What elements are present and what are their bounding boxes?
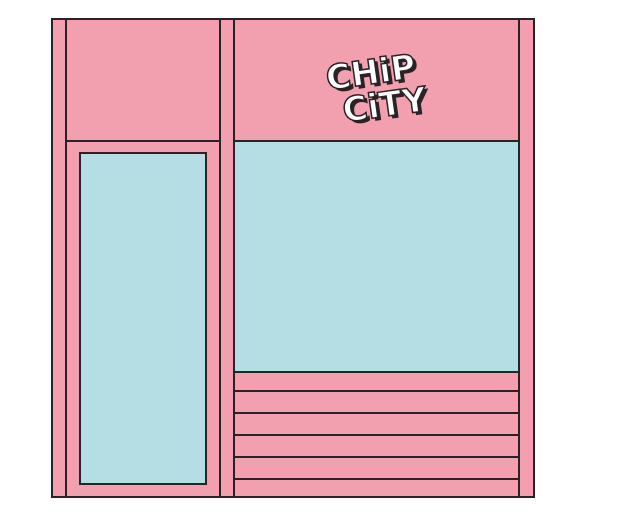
- lower-panel-stripe: [233, 412, 520, 436]
- chip-city-logo: CHiP CHiP CiTY CiTY: [323, 46, 434, 133]
- lower-panel-stripe: [233, 434, 520, 458]
- lower-panel-stripe: [233, 478, 520, 498]
- signboard: [233, 18, 520, 142]
- lower-panel-stripe: [233, 371, 520, 392]
- shop-window: [233, 140, 520, 373]
- door-glass[interactable]: [79, 152, 207, 485]
- lower-panel-stripe: [233, 390, 520, 414]
- right-pillar: [518, 18, 535, 498]
- door-transom-panel: [65, 18, 221, 142]
- lower-panel-stripe: [233, 456, 520, 480]
